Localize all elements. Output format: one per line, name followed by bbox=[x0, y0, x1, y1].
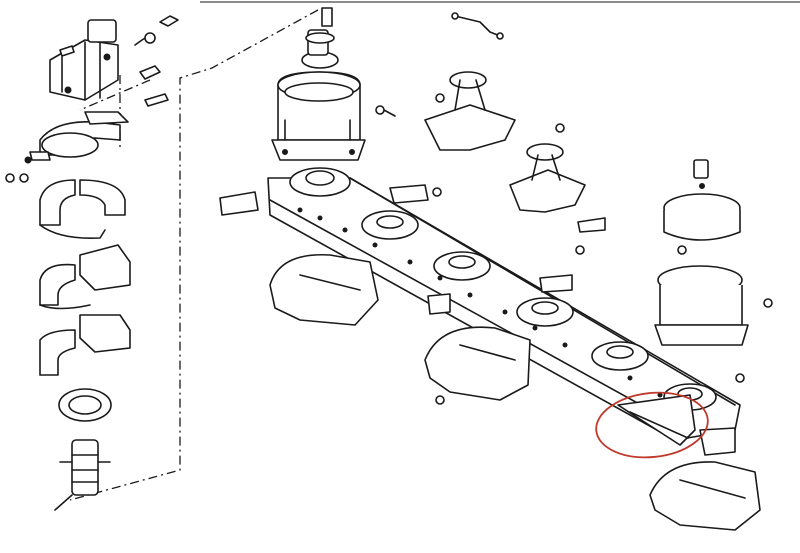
gearbox-housing-left bbox=[271, 7, 366, 161]
bearing-ring bbox=[58, 388, 112, 422]
bolts-scattered bbox=[375, 93, 773, 405]
rotor-2 bbox=[509, 143, 586, 213]
bar-disc-hub-2 bbox=[361, 210, 419, 240]
half-ring-set-3 bbox=[39, 244, 131, 310]
top-guard bbox=[49, 19, 119, 101]
bar-disc-hub-5 bbox=[591, 341, 649, 371]
bolt-group-top bbox=[59, 15, 179, 107]
side-fasteners bbox=[5, 151, 51, 183]
drive-shaft bbox=[54, 439, 111, 511]
bar-holes bbox=[297, 207, 663, 398]
highlight-ellipse bbox=[595, 391, 709, 459]
half-ring-set-2 bbox=[39, 179, 126, 240]
bar-disc-hub-1 bbox=[289, 167, 351, 197]
drive-hub-stack bbox=[5, 15, 179, 511]
half-ring-set-4 bbox=[39, 314, 131, 376]
bar-disc-hub-3 bbox=[433, 251, 491, 281]
cutter-bar bbox=[267, 167, 741, 441]
cutter-blade bbox=[617, 394, 696, 446]
skid-shoe-2 bbox=[424, 326, 531, 401]
rotor-1 bbox=[424, 71, 516, 151]
mounting-plates bbox=[219, 184, 736, 456]
gearbox-housing-right bbox=[654, 159, 749, 346]
bar-disc-hub-4 bbox=[516, 297, 574, 327]
half-ring-set-1 bbox=[39, 111, 129, 158]
skid-shoe-1 bbox=[269, 253, 379, 326]
hinge-rod bbox=[451, 12, 504, 40]
skid-shoe-3 bbox=[649, 461, 761, 531]
